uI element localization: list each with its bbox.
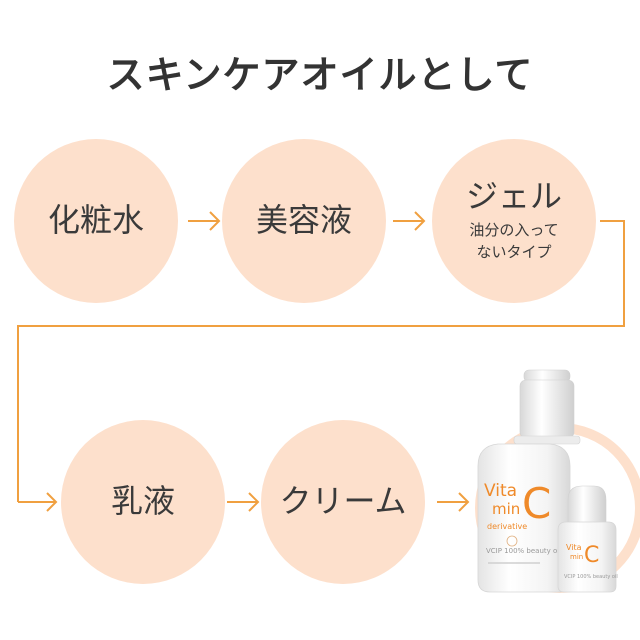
arrow-right-icon [393,211,426,231]
page-title: スキンケアオイルとして [106,53,534,97]
step-circle-gel: ジェル 油分の入って ないタイプ [432,139,596,303]
arrow-right-icon [18,492,58,512]
brand-text: min [492,500,520,518]
brand-text-small: Vita [566,543,582,552]
product-desc: VCIP 100% beauty oil [486,547,561,555]
step-sublabel: 油分の入って ないタイプ [469,220,558,264]
arrow-right-icon [188,211,221,231]
step-label: 乳液 [110,482,175,521]
large-bottle: Vita min C derivative VCIP 100% beauty o… [477,369,581,593]
step-label: ジェル [465,176,562,215]
step-circle-lotion: 化粧水 [14,139,178,303]
arrow-right-icon [227,492,260,512]
brand-letter: C [522,479,551,528]
brand-letter-small: C [584,543,599,568]
brand-text: Vita [484,481,517,501]
arrow-right-icon [437,492,470,512]
brand-text-small: min [570,553,583,561]
seal-icon [506,535,518,547]
product-desc-small: VCIP 100% beauty oil [564,574,618,580]
step-sublabel-line: 油分の入って [469,220,559,239]
step-circle-milk: 乳液 [61,420,225,584]
brand-suffix: derivative [487,522,527,531]
step-label: 美容液 [255,201,352,240]
step-sublabel-line: ないタイプ [476,242,552,261]
step-circle-cream: クリーム [261,420,425,584]
connector-line [17,220,625,502]
step-label: クリーム [279,482,407,521]
step-label: 化粧水 [47,201,144,240]
small-bottle: Vita min C VCIP 100% beauty oil [557,485,618,593]
step-circle-serum: 美容液 [222,139,386,303]
